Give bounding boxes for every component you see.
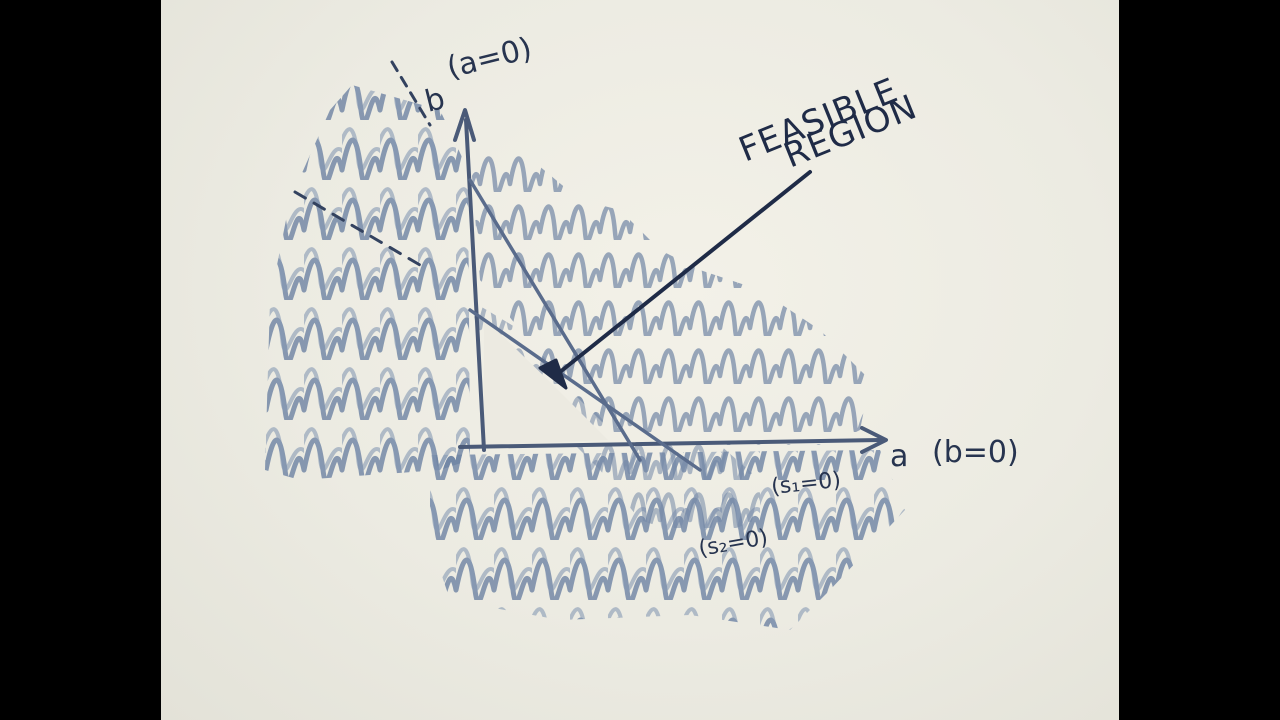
dashed-extension-lower: [293, 190, 422, 267]
s1-constraint-line: [468, 178, 642, 462]
b-axis-line: [464, 118, 486, 452]
a-axis-label: a: [890, 439, 908, 474]
feasible-region: [484, 318, 608, 445]
shaded-region-left: [265, 85, 470, 480]
b-axis-constraint-label: (a=0): [443, 31, 535, 86]
shaded-region-below: [430, 450, 905, 630]
b-axis-arrowhead: [453, 108, 476, 142]
a-axis-arrowhead: [860, 426, 888, 454]
a-axis-line: [458, 438, 882, 449]
dashed-extension-upper: [390, 60, 432, 127]
pointer-arrowhead: [538, 358, 568, 390]
pointer-arrow-line: [558, 170, 812, 374]
a-axis-constraint-label: (b=0): [932, 435, 1019, 470]
s2-constraint-line: [468, 308, 702, 472]
shaded-region-above-s1: [470, 150, 870, 445]
